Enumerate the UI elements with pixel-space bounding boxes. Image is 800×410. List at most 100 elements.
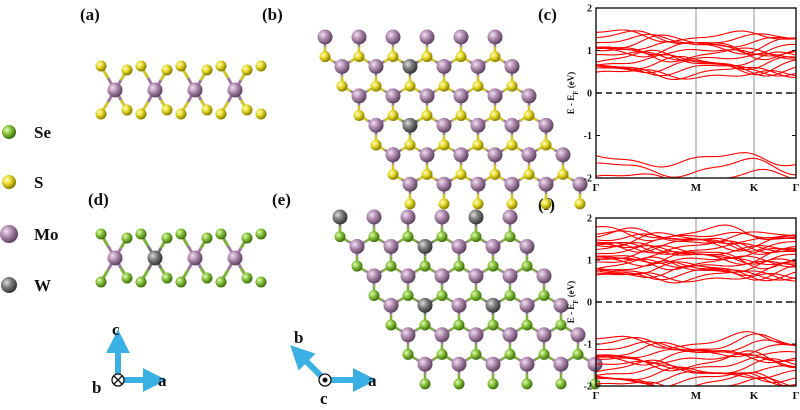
k-point-label: Γ	[593, 390, 600, 402]
s-atom	[540, 139, 552, 151]
s-atom	[472, 139, 484, 151]
s-atom	[336, 80, 348, 92]
mo-atom	[368, 58, 384, 74]
mo-atom	[470, 176, 486, 192]
se-atom	[504, 290, 516, 302]
mo-atom	[366, 268, 382, 284]
s-atom	[404, 80, 416, 92]
mo-atom	[107, 250, 123, 266]
s-atom	[421, 110, 433, 122]
s-atom	[255, 60, 267, 72]
atom-legend: Se S Mo W	[0, 123, 59, 295]
se-atom	[351, 260, 363, 272]
mo-atom	[468, 268, 484, 284]
se-atom	[175, 276, 187, 288]
structure-top-view-b	[317, 29, 588, 210]
se-atom	[161, 272, 173, 284]
mo-atom	[368, 117, 384, 133]
se-atom	[241, 232, 253, 244]
legend-w-atom	[1, 277, 17, 293]
se-atom	[555, 378, 567, 390]
k-point-label: Γ	[793, 390, 800, 402]
se-atom	[255, 228, 267, 240]
mo-atom	[519, 238, 535, 254]
se-atom	[521, 378, 533, 390]
s-atom	[370, 139, 382, 151]
w-atom	[402, 58, 418, 74]
mo-atom	[107, 82, 123, 98]
se-atom	[521, 319, 533, 331]
mo-atom	[436, 176, 452, 192]
se-atom	[453, 260, 465, 272]
s-atom	[241, 64, 253, 76]
se-atom	[470, 348, 482, 360]
mo-atom	[587, 356, 603, 372]
se-atom	[487, 319, 499, 331]
mo-atom	[385, 29, 401, 45]
s-atom	[472, 198, 484, 210]
s-atom	[574, 198, 586, 210]
legend-s-label: S	[34, 173, 43, 192]
legend-s-atom	[2, 175, 16, 189]
mo-atom	[470, 58, 486, 74]
s-atom	[489, 110, 501, 122]
mo-atom	[453, 29, 469, 45]
k-point-label: M	[691, 390, 702, 402]
se-atom	[470, 290, 482, 302]
legend-se-label: Se	[34, 123, 51, 142]
se-atom	[470, 231, 482, 243]
s-atom	[506, 139, 518, 151]
mo-atom	[538, 176, 554, 192]
valence-band	[596, 376, 793, 386]
mo-atom	[434, 209, 450, 225]
mo-atom	[147, 82, 163, 98]
mo-atom	[419, 88, 435, 104]
mo-atom	[385, 147, 401, 163]
se-atom	[402, 348, 414, 360]
se-atom	[121, 232, 133, 244]
mo-atom	[419, 147, 435, 163]
se-atom	[419, 260, 431, 272]
se-atom	[504, 231, 516, 243]
s-atom	[201, 64, 213, 76]
se-atom	[436, 231, 448, 243]
y-tick-label: -2	[584, 174, 592, 185]
s-atom	[438, 139, 450, 151]
se-atom	[521, 260, 533, 272]
s-atom	[215, 60, 227, 72]
mo-atom	[451, 238, 467, 254]
y-tick-label: -1	[584, 131, 592, 142]
se-atom	[504, 348, 516, 360]
legend-mo-label: Mo	[34, 225, 59, 244]
mo-atom	[385, 88, 401, 104]
mo-atom	[451, 356, 467, 372]
se-atom	[487, 378, 499, 390]
s-atom	[523, 110, 535, 122]
se-atom	[436, 290, 448, 302]
mo-atom	[227, 250, 243, 266]
w-atom	[485, 297, 501, 313]
mo-atom	[519, 356, 535, 372]
mo-atom	[485, 238, 501, 254]
y-tick-label: 0	[587, 89, 592, 100]
s-atom	[387, 51, 399, 63]
s-atom	[472, 80, 484, 92]
se-atom	[175, 228, 187, 240]
mo-atom	[468, 327, 484, 343]
s-atom	[438, 198, 450, 210]
se-atom	[334, 231, 346, 243]
se-atom	[402, 231, 414, 243]
mo-atom	[349, 238, 365, 254]
s-atom	[404, 139, 416, 151]
se-atom	[402, 290, 414, 302]
mo-atom	[519, 297, 535, 313]
se-atom	[368, 231, 380, 243]
w-atom	[417, 297, 433, 313]
mo-atom	[504, 58, 520, 74]
se-atom	[487, 260, 499, 272]
se-atom	[385, 319, 397, 331]
se-atom	[368, 290, 380, 302]
